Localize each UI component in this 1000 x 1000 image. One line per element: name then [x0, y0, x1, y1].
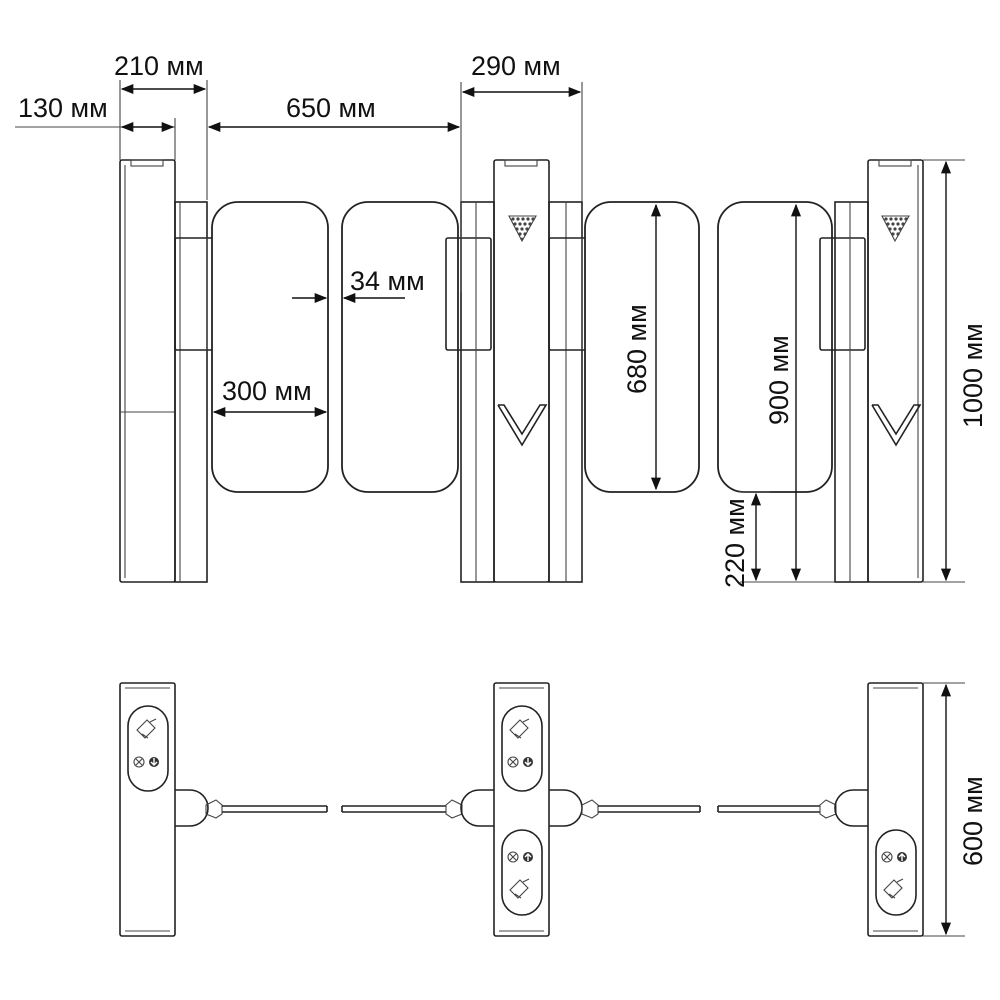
dim-1000: 1000 мм: [923, 159, 988, 583]
dim-label-680: 680 мм: [622, 304, 652, 394]
dim-label-600: 600 мм: [958, 776, 988, 866]
led-indicator-icon-right: [881, 215, 910, 243]
dim-680: 680 мм: [622, 203, 662, 491]
dim-label-34: 34 мм: [350, 266, 425, 296]
dim-34: 34 мм: [292, 266, 425, 304]
dim-label-220: 220 мм: [720, 498, 750, 588]
dim-290: 290 мм: [461, 51, 583, 202]
dim-300: 300 мм: [212, 376, 328, 418]
left-cabinet-front: [119, 159, 221, 583]
led-indicator-icon: [508, 215, 537, 243]
glass-panel-1: [211, 201, 329, 493]
dim-label-290: 290 мм: [471, 51, 561, 81]
dim-650: 650 мм: [207, 82, 462, 292]
dim-220: 220 мм: [720, 491, 835, 588]
front-view: 130 мм 210 мм 650 мм 290 мм 34 мм 300: [15, 51, 988, 588]
glass-panel-3: [584, 201, 700, 493]
deny-icon: [133, 756, 145, 768]
center-cabinet-front: [445, 159, 595, 583]
dim-label-900: 900 мм: [764, 335, 794, 425]
top-view: 600 мм: [119, 682, 988, 937]
left-cabinet-top: [119, 682, 328, 937]
dim-900: 900 мм: [764, 203, 802, 582]
direction-chevron-icon-right: [871, 404, 922, 447]
dim-130: 130 мм: [15, 93, 176, 160]
right-cabinet-top: [717, 682, 924, 937]
direction-chevron-icon: [497, 404, 548, 447]
center-cabinet-top: [341, 682, 701, 937]
glass-panel-2: [341, 201, 459, 493]
dim-600: 600 мм: [923, 682, 988, 937]
dim-label-130: 130 мм: [18, 93, 108, 123]
dim-label-1000: 1000 мм: [958, 323, 988, 428]
right-cabinet-front: [819, 159, 924, 583]
dim-210: 210 мм: [114, 51, 208, 200]
glass-panel-4: [717, 201, 833, 493]
card-reader-icon: [136, 718, 157, 739]
dim-label-650: 650 мм: [286, 93, 376, 123]
arm-left: [205, 799, 328, 819]
dim-label-210: 210 мм: [114, 51, 204, 81]
dim-label-300: 300 мм: [222, 376, 312, 406]
